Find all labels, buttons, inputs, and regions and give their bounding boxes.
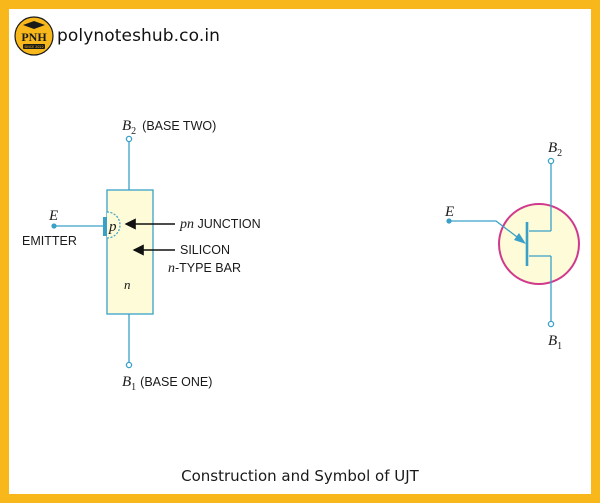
b2-subscript: 2: [131, 126, 136, 137]
polynoteshub-logo-icon: PNH SINCE 2022: [14, 16, 54, 56]
logo-subtext: SINCE 2022: [24, 45, 43, 49]
junction-prefix: pn: [179, 217, 194, 232]
bar-text: -TYPE BAR: [175, 261, 241, 275]
emitter-label: EMITTER: [22, 234, 77, 248]
figure-caption: Construction and Symbol of UJT: [181, 467, 419, 485]
symbol-b2-symbol: B: [548, 140, 557, 156]
logo-text: PNH: [21, 30, 47, 44]
ujt-symbol: B2 B1 E: [444, 140, 580, 352]
silicon-label: SILICON: [180, 243, 230, 257]
b2-terminal: [125, 135, 133, 143]
symbol-b2-subscript: 2: [557, 148, 562, 159]
b2-label: B2 (BASE TWO): [122, 118, 216, 137]
b2-symbol: B: [122, 118, 131, 134]
symbol-b1-label: B1: [548, 333, 562, 352]
symbol-b1-symbol: B: [548, 333, 557, 349]
bar-prefix: n: [168, 261, 175, 276]
b1-label: B1 (BASE ONE): [122, 374, 212, 393]
p-region-label: p: [108, 219, 117, 235]
ujt-construction: B2(BASE TWO) B1(BASE ONE) E EMITTER p n …: [22, 118, 261, 393]
symbol-b1-subscript: 1: [557, 341, 562, 352]
junction-label: pn JUNCTION: [179, 217, 261, 232]
site-name: polynotеshub.co.in: [57, 26, 221, 46]
content-area: [9, 9, 591, 494]
b1-terminal: [125, 361, 133, 369]
symbol-e-label: E: [444, 204, 454, 220]
symbol-b2-terminal: [547, 157, 555, 165]
b1-symbol: B: [122, 374, 131, 390]
symbol-emitter-lead: [449, 220, 522, 241]
symbol-envelope: [498, 203, 580, 285]
b2-caption: (BASE TWO): [142, 119, 216, 133]
junction-text: JUNCTION: [194, 217, 261, 231]
n-region-label: n: [124, 277, 131, 292]
brand-header: PNH SINCE 2022 polynotеshub.co.in: [14, 16, 220, 56]
symbol-b2-label: B2: [548, 140, 562, 159]
e-symbol: E: [48, 208, 58, 224]
emitter-terminal: [51, 223, 57, 229]
symbol-emitter-arrow: [514, 233, 526, 244]
b1-caption: (BASE ONE): [140, 375, 212, 389]
n-type-silicon-bar: [106, 189, 154, 315]
emitter-contact: [103, 217, 107, 236]
p-region: [106, 211, 121, 239]
symbol-b1-terminal: [547, 320, 555, 328]
b1-subscript: 1: [131, 382, 136, 393]
bar-type-label: n-TYPE BAR: [168, 261, 241, 276]
